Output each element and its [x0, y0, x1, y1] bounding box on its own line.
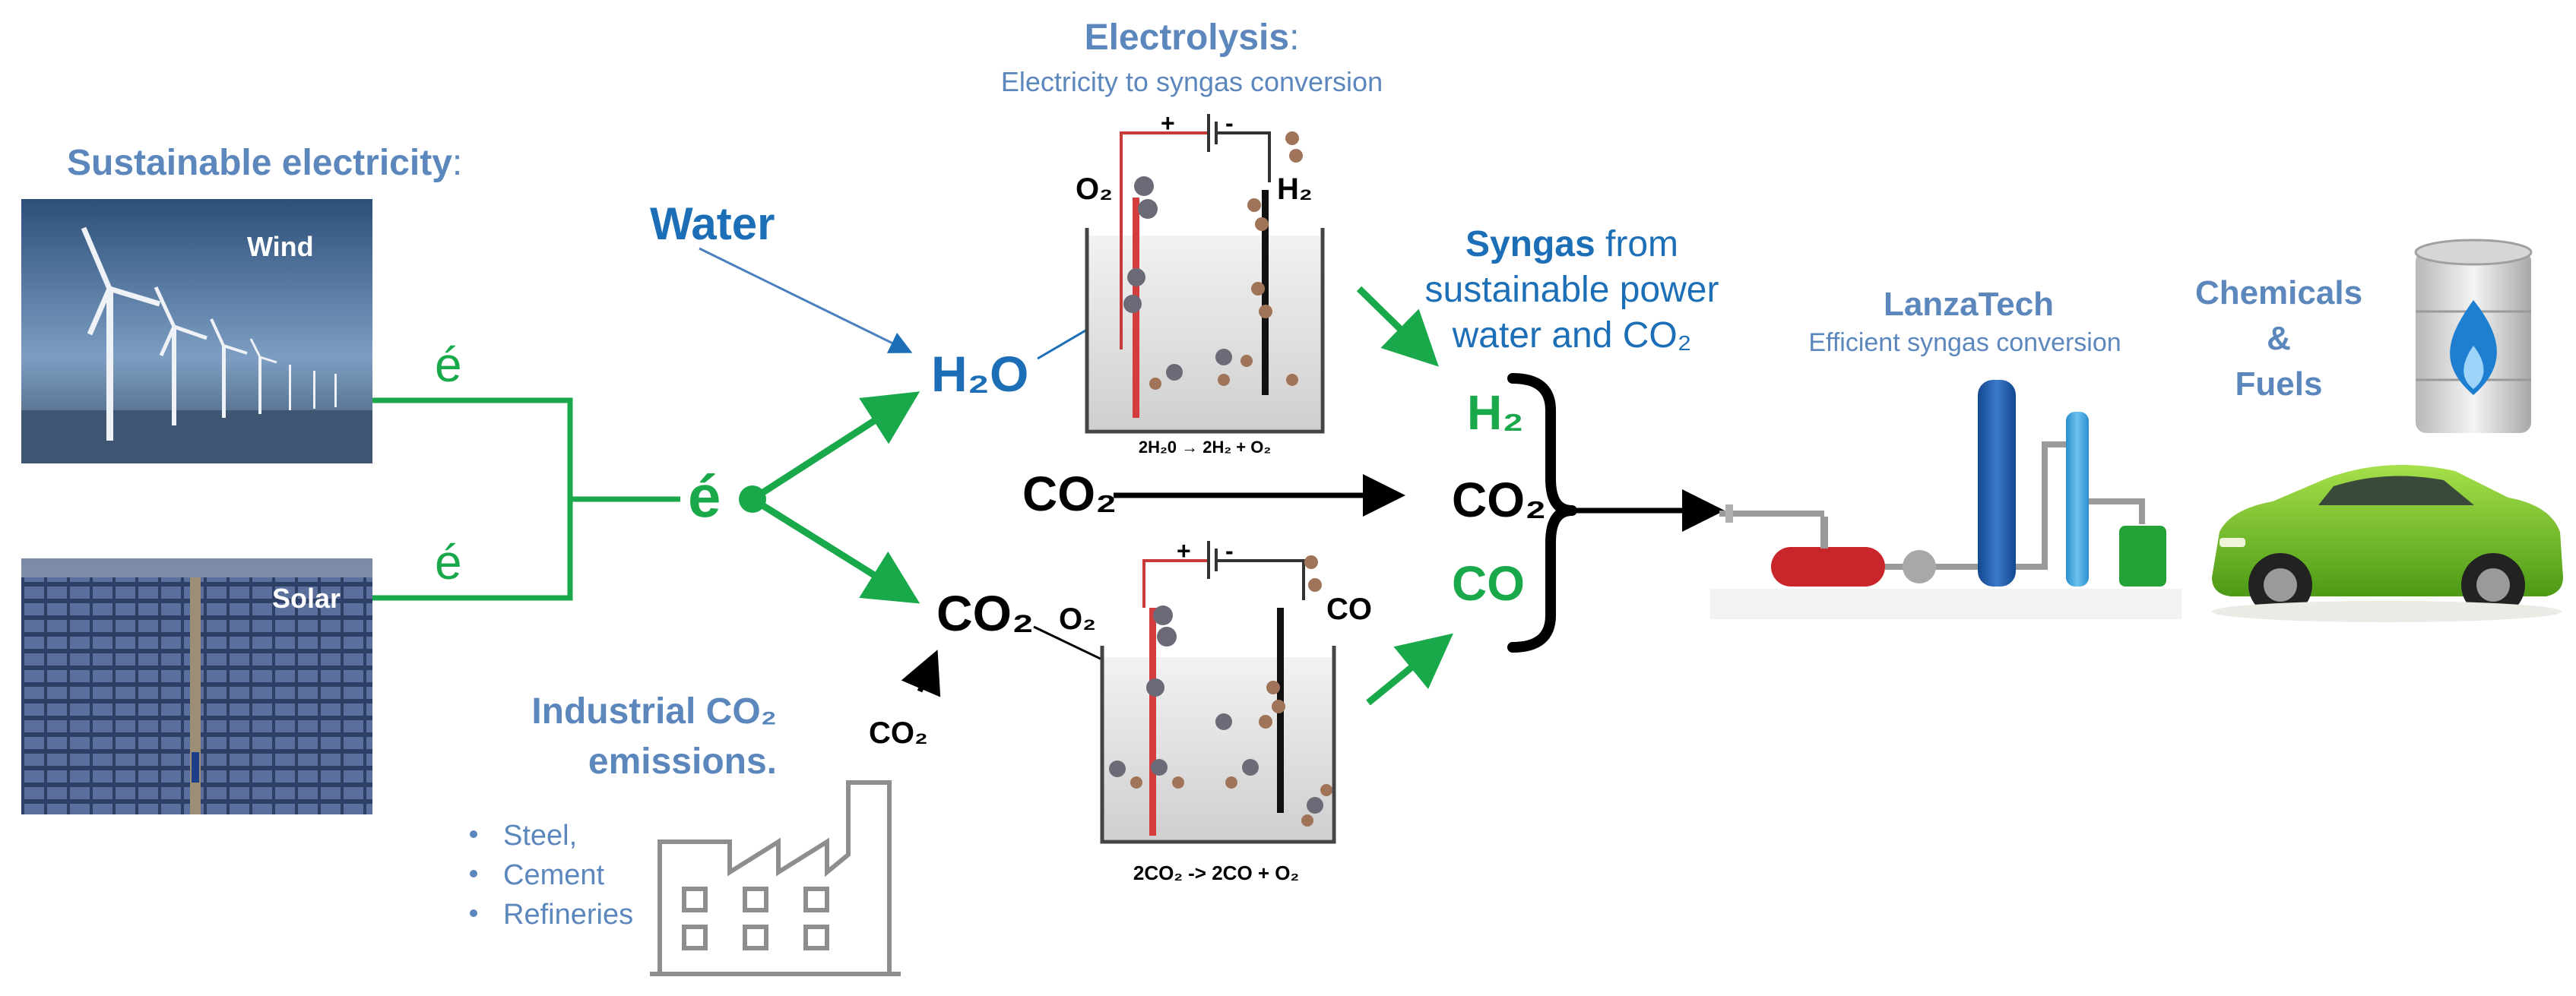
emission-source-item: Cement [503, 859, 604, 891]
fuel-barrel-icon [2414, 239, 2533, 433]
electricity-wiring [372, 397, 680, 601]
syngas-line2: sustainable power [1425, 270, 1719, 310]
co-product-label: CO [1452, 556, 1525, 611]
co2-small-label: CO₂ [869, 716, 928, 750]
co2-lower-label: CO₂ [936, 585, 1034, 641]
arrow-top-cell-to-syngas [1356, 286, 1439, 367]
lanzatech-title: LanzaTech [1884, 286, 2054, 323]
h2o-label: H₂O [931, 346, 1028, 402]
emission-source-item: Refineries [503, 899, 633, 931]
top-cell-equation: 2H₂0 → 2H₂ + O₂ [1139, 438, 1271, 457]
bottom-cell-co: CO [1326, 593, 1372, 626]
electrolysis-title: Electrolysis: [1085, 17, 1300, 58]
co2-electrolysis-cell-icon [1100, 541, 1336, 844]
wind-turbine-icon [81, 226, 337, 441]
bottom-cell-o2: O₂ [1059, 602, 1096, 636]
emission-source-item: Steel, [503, 820, 577, 852]
electron-wind-label: é [435, 337, 462, 392]
arrow-emissions-to-co2 [901, 650, 941, 697]
arrow-water-to-h2o [699, 247, 913, 353]
electrolysis-subtitle: Electricity to syngas conversion [1001, 66, 1383, 97]
plant-equipment-icon [1710, 380, 2182, 619]
water-label: Water [650, 198, 775, 249]
wind-label: Wind [247, 231, 314, 262]
electrolysis-cell-icon [1085, 114, 1325, 434]
wind-photo: Wind [21, 199, 372, 463]
bottom-cell-minus: - [1225, 537, 1234, 564]
sustainable-electricity-heading: Sustainable electricity: [67, 143, 462, 183]
top-cell-o2: O₂ [1076, 172, 1113, 206]
chemicals-label: Chemicals [2195, 274, 2362, 311]
top-cell-minus: - [1225, 109, 1234, 137]
top-cell-plus: + [1161, 109, 1175, 137]
syngas-line3: water and CO₂ [1452, 315, 1692, 356]
arrow-bottom-cell-to-syngas [1366, 633, 1453, 706]
lanzatech-subtitle: Efficient syngas conversion [1808, 328, 2121, 357]
industrial-co2-heading: Industrial CO₂ [531, 691, 777, 732]
car-icon [2212, 465, 2563, 622]
bottom-cell-equation: 2CO₂ -> 2CO + O₂ [1133, 862, 1299, 884]
fuels-label: Fuels [2235, 365, 2323, 403]
electron-solar-label: é [435, 535, 462, 590]
solar-label: Solar [272, 583, 341, 614]
arrow-to-h2o [750, 391, 920, 502]
industrial-emissions-heading: emissions. [588, 741, 777, 782]
co2-middle-label: CO₂ [1022, 466, 1117, 521]
syngas-line1: Syngas from [1465, 224, 1678, 264]
emission-sources-list: Steel, Cement Refineries [470, 820, 633, 931]
bottom-cell-plus: + [1177, 537, 1191, 564]
solar-photo: Solar [21, 558, 372, 814]
h2-product-label: H₂ [1467, 385, 1524, 440]
ampersand-label: & [2267, 320, 2291, 357]
co2-syngas-label: CO₂ [1452, 473, 1546, 527]
top-cell-h2: H₂ [1277, 172, 1313, 206]
arrow-to-co2 [750, 496, 920, 604]
factory-icon [650, 780, 901, 976]
electron-main-label: é [688, 463, 721, 530]
